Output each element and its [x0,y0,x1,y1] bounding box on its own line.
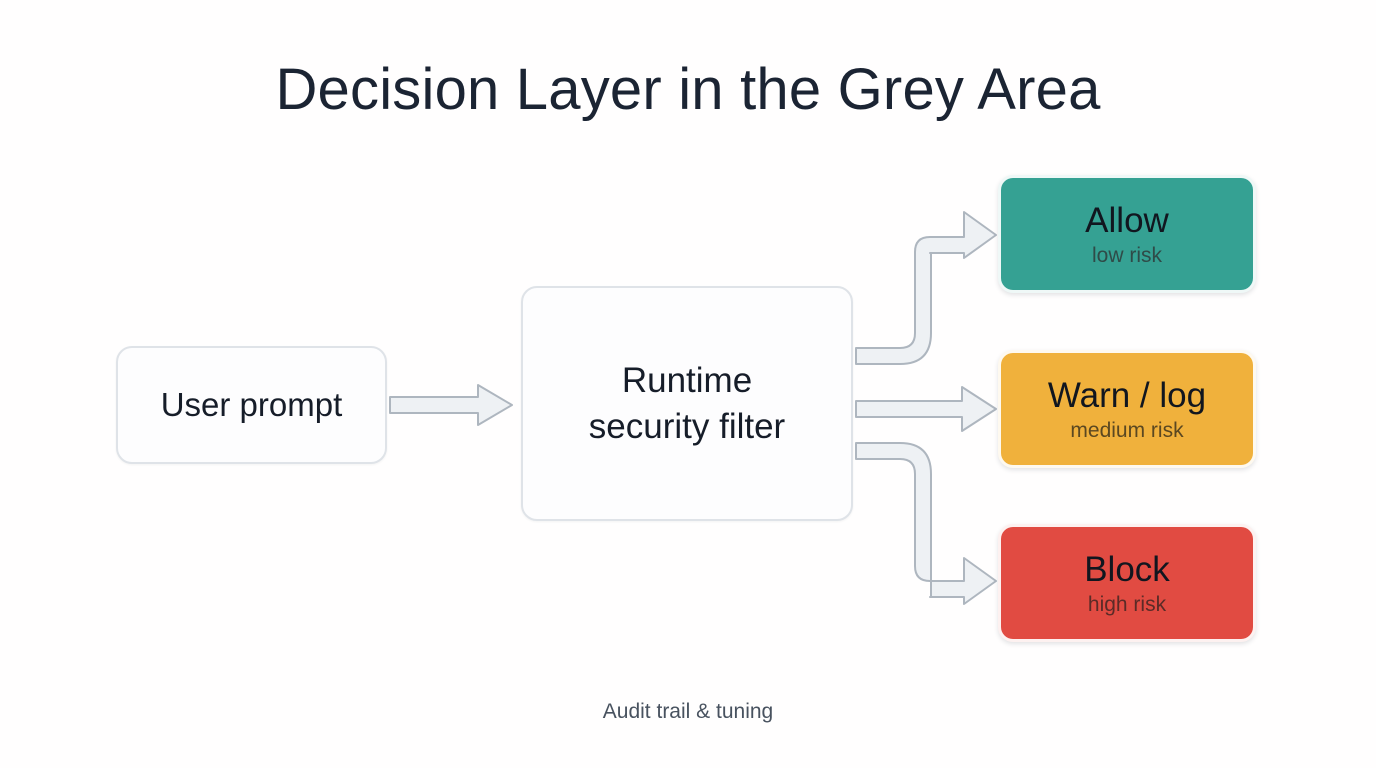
arrow-input-to-filter [389,384,513,426]
node-warn-log-risk-label: medium risk [1070,419,1184,443]
node-runtime-security-filter-label: Runtime security filter [588,361,786,446]
node-user-prompt-label: User prompt [160,385,343,423]
arrow-filter-to-warn [855,386,997,432]
node-block[interactable]: Block high risk [998,524,1256,642]
node-block-risk-label: high risk [1087,593,1167,617]
arrow-filter-to-block [855,442,997,605]
node-allow-risk-label: low risk [1091,244,1162,268]
footer-note: Audit trail & tuning [602,700,774,723]
node-block-label: Block [1084,549,1170,589]
page-title: Decision Layer in the Grey Area [275,57,1101,122]
node-warn-log-label: Warn / log [1047,375,1207,415]
node-warn-log[interactable]: Warn / log medium risk [998,350,1256,468]
arrow-filter-to-allow [855,211,997,365]
node-runtime-security-filter[interactable]: Runtime security filter [521,286,853,521]
node-user-prompt[interactable]: User prompt [116,346,387,464]
node-allow[interactable]: Allow low risk [998,175,1256,293]
node-allow-label: Allow [1085,200,1169,240]
